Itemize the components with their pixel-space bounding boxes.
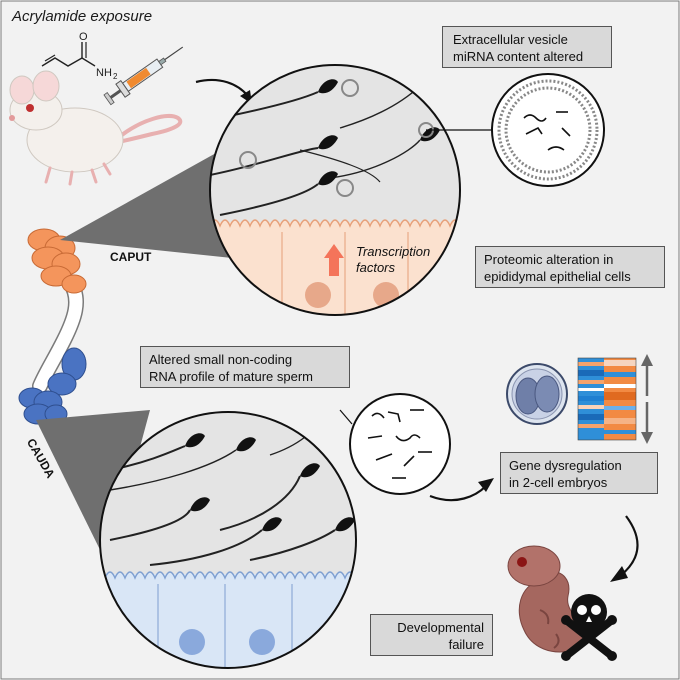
proteomic-line1: Proteomic alteration in	[484, 252, 614, 267]
rna-line1: Altered small non-coding	[149, 352, 293, 367]
mouse-icon	[9, 70, 183, 186]
sperm-rna-box: Altered small non-coding RNA profile of …	[140, 346, 350, 388]
atom-o-label: O	[79, 31, 88, 43]
heatmap-icon	[577, 357, 637, 441]
caput-label: CAPUT	[110, 250, 152, 264]
ev-mirna-line1: Extracellular vesicle	[453, 32, 568, 47]
cauda-magnify-cone	[36, 410, 150, 566]
ev-mirna-box: Extracellular vesicle miRNA content alte…	[442, 26, 612, 68]
gene-line1: Gene dysregulation	[509, 458, 622, 473]
rna-connector	[339, 409, 353, 425]
atom-nh-label: NH	[96, 67, 112, 79]
caput-magnify-cone	[60, 148, 232, 258]
dev-line2: failure	[448, 637, 484, 652]
rna-to-gene-arrowhead-icon	[478, 478, 494, 492]
gene-line2: in 2-cell embryos	[509, 475, 608, 490]
ev-mirna-line2: miRNA content altered	[453, 49, 584, 64]
vesicle-zoom-icon	[491, 73, 605, 187]
fetus-icon	[507, 545, 589, 653]
up-down-arrow-icon	[641, 354, 653, 444]
proteomic-line2: epididymal epithelial cells	[484, 269, 631, 284]
dev-line1: Developmental	[397, 620, 484, 635]
figure-title: Acrylamide exposure	[12, 8, 153, 25]
acrylamide-structure-icon: O NH 2	[41, 31, 118, 81]
tf-line2: factors	[356, 260, 396, 275]
atom-sub-label: 2	[113, 72, 118, 81]
transcription-factors-label: Transcription factors	[356, 244, 430, 276]
rna-line2: RNA profile of mature sperm	[149, 369, 314, 384]
gene-to-fetus-arrowhead-icon	[610, 566, 628, 582]
tf-line1: Transcription	[356, 244, 431, 259]
developmental-failure-box: Developmental failure	[370, 614, 493, 656]
rna-to-gene-arrow-icon	[429, 485, 487, 502]
proteomic-alteration-box: Proteomic alteration in epididymal epith…	[475, 246, 665, 288]
sperm-rna-zoom-icon	[349, 393, 451, 495]
gene-dysregulation-box: Gene dysregulation in 2-cell embryos	[500, 452, 658, 494]
gene-to-fetus-arrow-icon	[619, 515, 639, 577]
syringe-icon	[103, 46, 184, 106]
epididymis-icon	[18, 228, 87, 425]
embryo-icon	[506, 363, 568, 425]
skull-crossbones-icon	[561, 594, 617, 661]
